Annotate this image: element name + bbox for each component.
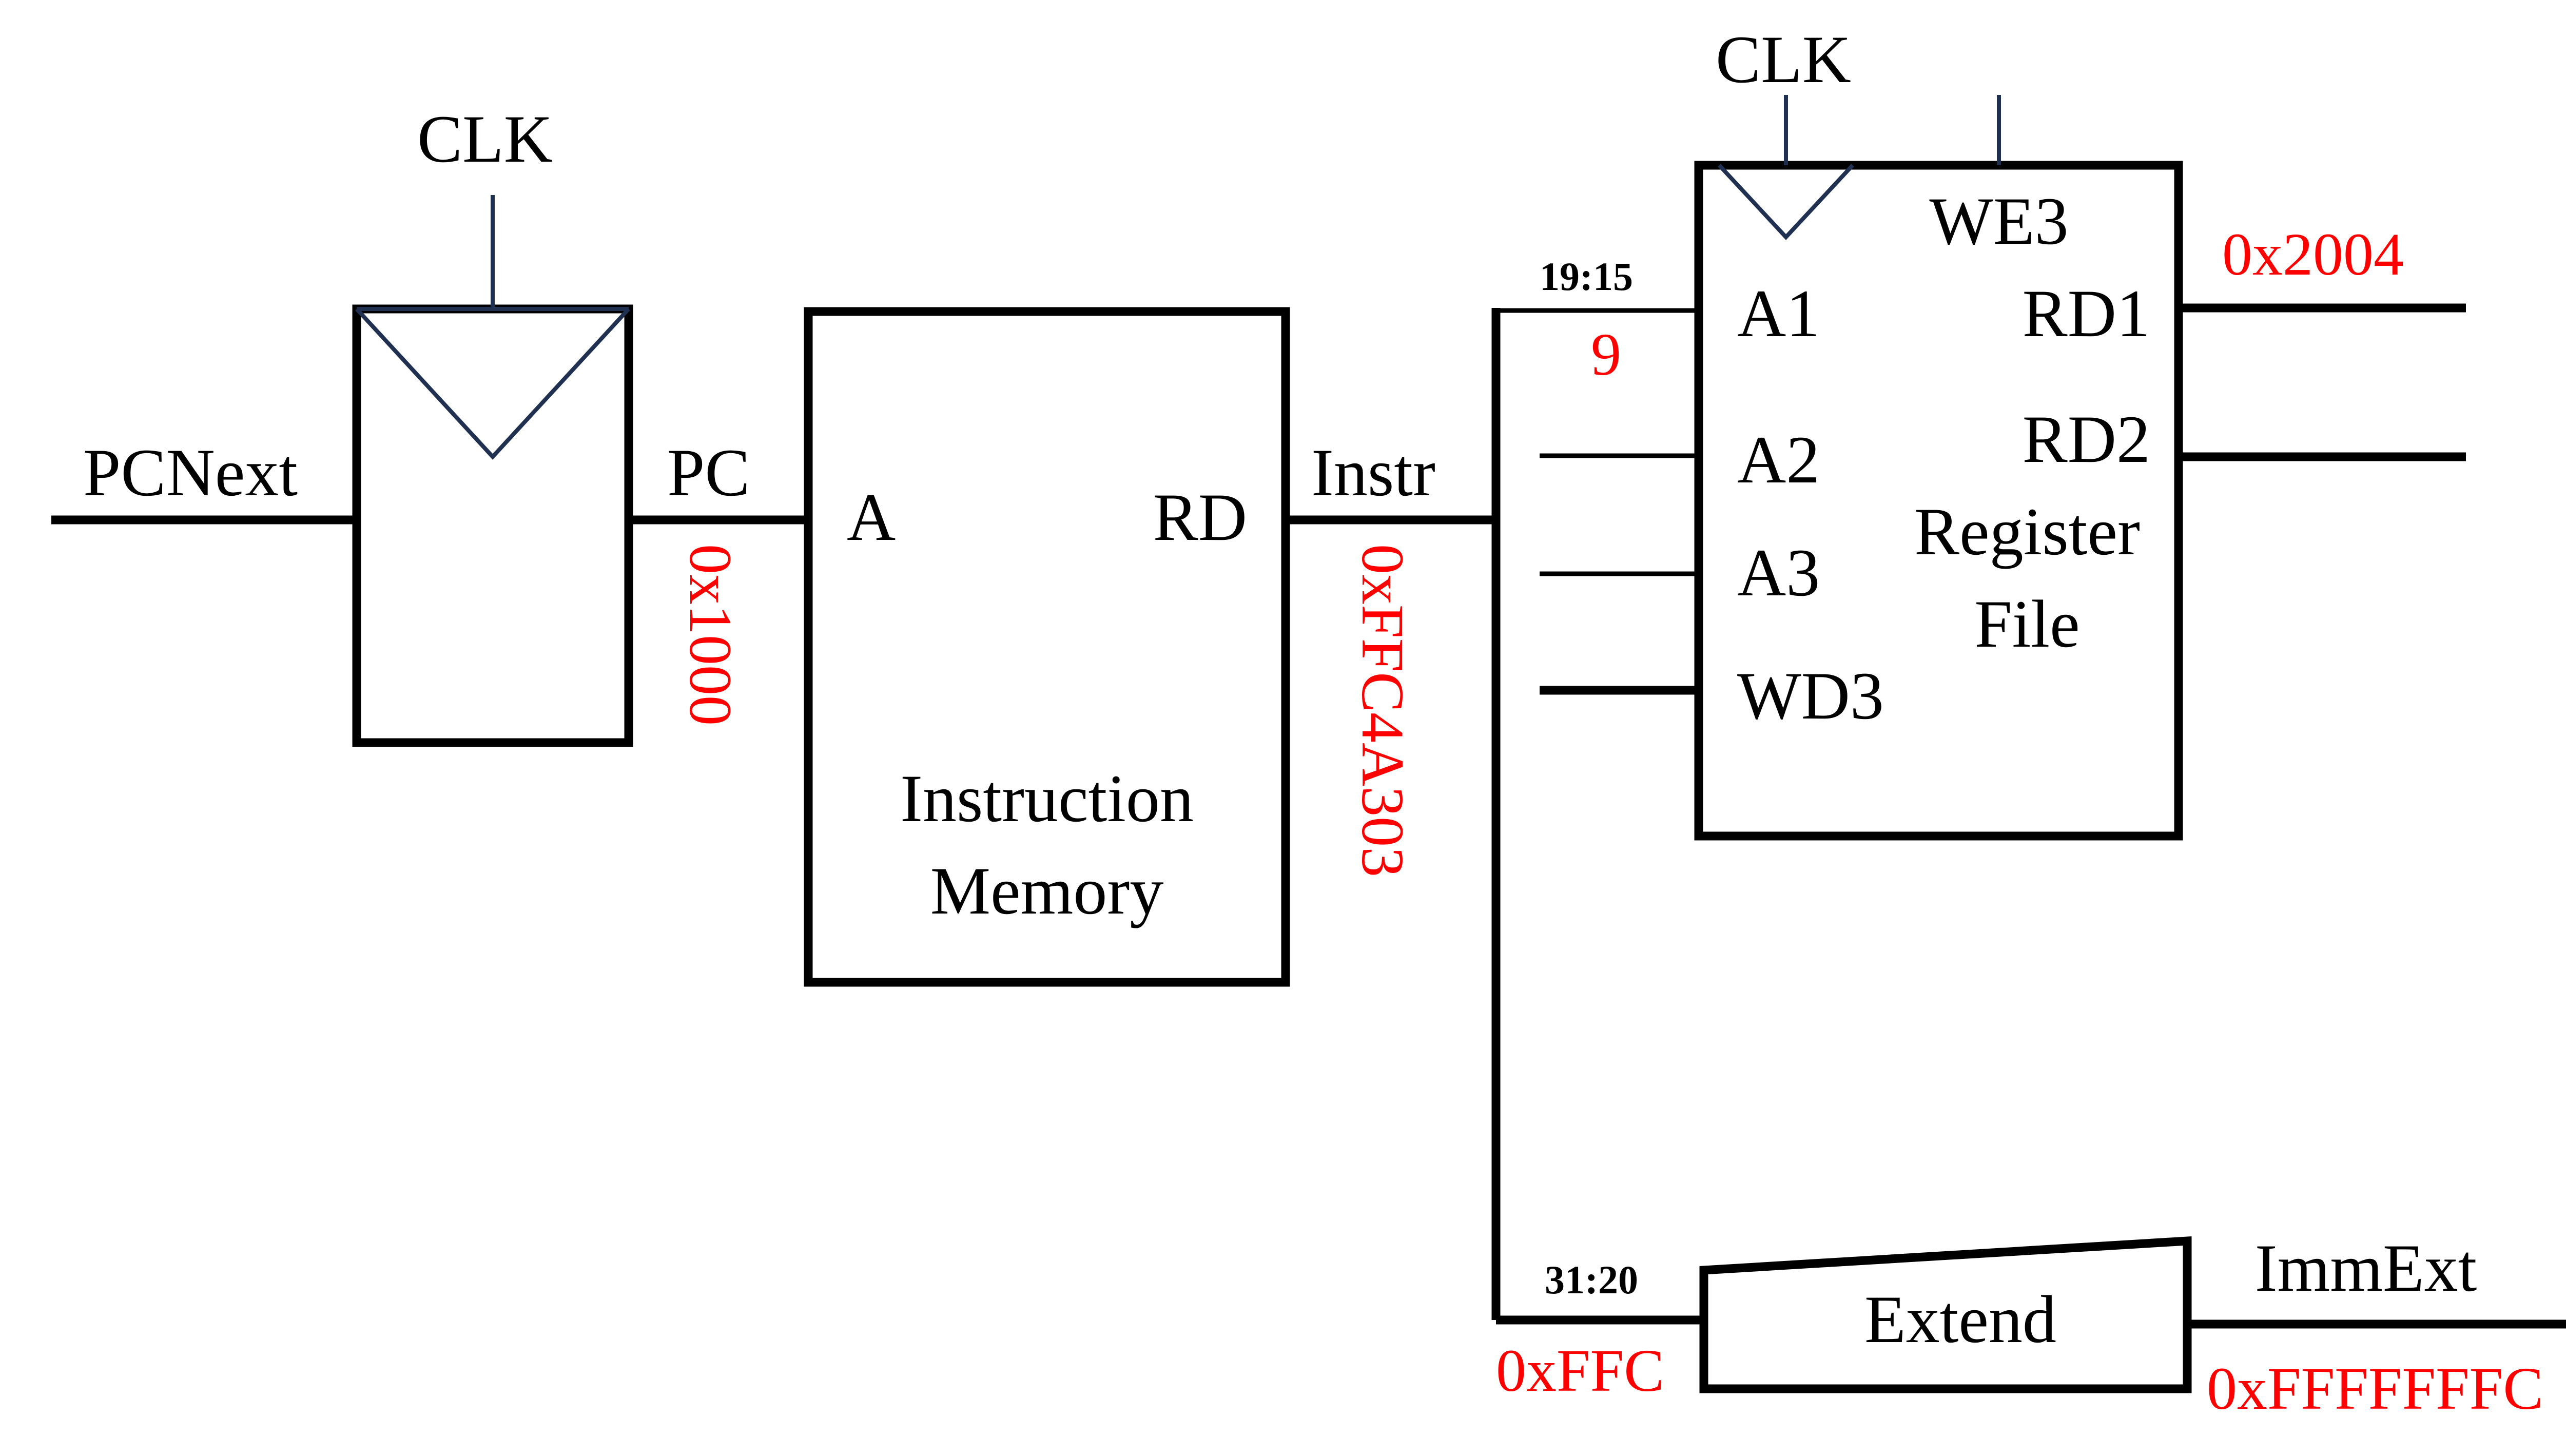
pc-clock-triangle — [355, 307, 630, 460]
regfile-clock-triangle — [1718, 164, 1854, 240]
pc-clk-label: CLK — [417, 101, 553, 177]
instr-value: 0xFFC4A303 — [1349, 544, 1416, 877]
pc-register-box — [352, 304, 633, 747]
imem-title-line1: Instruction — [900, 761, 1194, 836]
regfile-rd2-label: RD2 — [2023, 401, 2150, 477]
regfile-a3-label: A3 — [1737, 535, 1820, 610]
extend-box — [1699, 1236, 2192, 1393]
imem-port-a: A — [847, 479, 896, 555]
regfile-clk-label: CLK — [1716, 22, 1851, 97]
regfile-title-line2: File — [1974, 586, 2079, 662]
regfile-a2-label: A2 — [1737, 422, 1820, 497]
rd1-value: 0x2004 — [2222, 221, 2404, 288]
instruction-memory: A RD Instruction Memory — [804, 307, 1290, 987]
regfile-wd3-label: WD3 — [1737, 658, 1884, 733]
pc-value: 0x1000 — [677, 544, 744, 726]
instruction-memory-box — [804, 307, 1290, 987]
pc-label: PC — [667, 435, 750, 510]
extend-in-bits: 31:20 — [1545, 1257, 1638, 1302]
imem-port-rd: RD — [1153, 479, 1247, 555]
pcnext-label: PCNext — [83, 435, 298, 510]
a1-bits: 19:15 — [1540, 254, 1633, 299]
pc-register: CLK — [352, 101, 633, 747]
regfile-rd1-label: RD1 — [2023, 276, 2150, 351]
imem-title-line2: Memory — [930, 853, 1164, 928]
immext-label: ImmExt — [2255, 1230, 2477, 1306]
extend-unit: Extend — [1699, 1236, 2192, 1393]
immext-value: 0xFFFFFFFC — [2207, 1355, 2543, 1422]
regfile-we3-label: WE3 — [1929, 183, 2068, 259]
regfile-title-line1: Register — [1914, 494, 2140, 569]
regfile-a1-label: A1 — [1737, 276, 1820, 351]
a1-value: 9 — [1591, 321, 1621, 388]
extend-in-value: 0xFFC — [1496, 1337, 1664, 1404]
register-file: CLK WE3 A1 A2 A3 WD3 RD1 RD2 Register Fi… — [1694, 22, 2183, 841]
instr-label: Instr — [1311, 435, 1435, 510]
extend-label: Extend — [1864, 1282, 2056, 1357]
register-file-box — [1694, 161, 2183, 841]
